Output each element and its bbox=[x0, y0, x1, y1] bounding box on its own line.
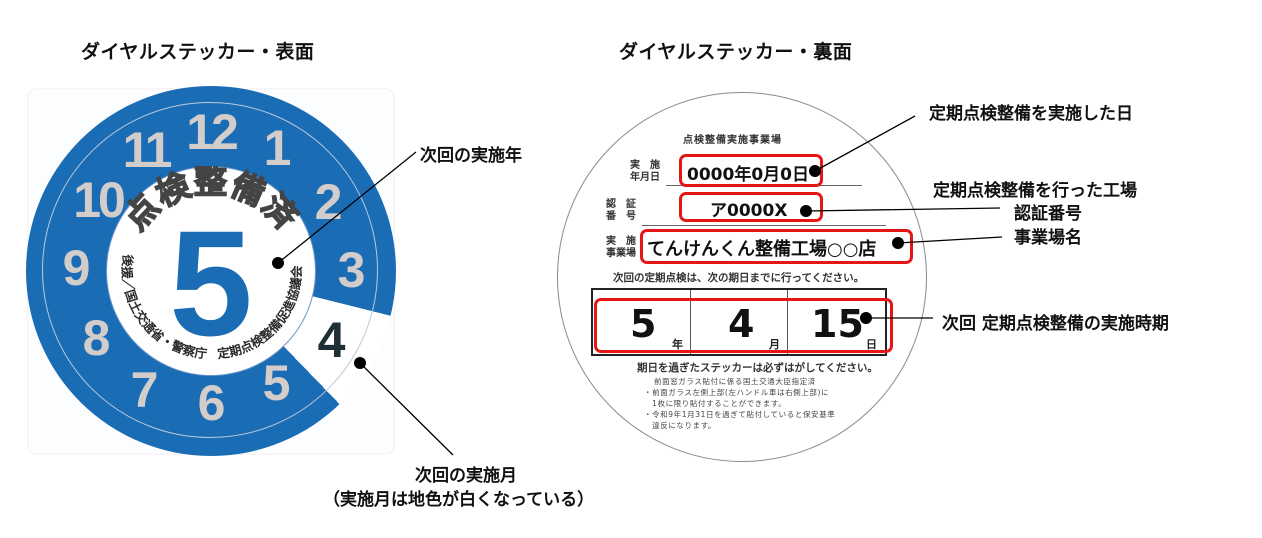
front-dial-thin-ring bbox=[42, 102, 378, 438]
cert-label-line2: 番 号 bbox=[606, 210, 636, 222]
annotation-next-period: 次回 定期点検整備の実施時期 bbox=[942, 314, 1169, 334]
business-label-line2: 事業場 bbox=[606, 247, 636, 259]
table-divider bbox=[690, 290, 691, 354]
leader-dot-month bbox=[354, 357, 366, 369]
clock-number-9: 9 bbox=[62, 240, 91, 296]
due-year-unit: 年 bbox=[672, 338, 683, 351]
clock-number-11: 11 bbox=[122, 122, 173, 178]
fine-print-line: 違反になります。 bbox=[644, 420, 717, 430]
due-year-value: 5 bbox=[630, 302, 657, 346]
cert-label: 認 証 番 号 bbox=[606, 199, 636, 222]
clock-number-6: 6 bbox=[197, 375, 226, 431]
fine-print-line: ・前面ガラス左側上部(左ハンドル車は右側上部)に bbox=[644, 387, 830, 397]
clock-number-1: 1 bbox=[263, 120, 292, 176]
inspected-label-arc: 点検整備済 後援／国土交通省・警察庁 定期点検整備促進協議会 bbox=[106, 161, 316, 376]
date-label: 実 施 年月日 bbox=[630, 160, 660, 183]
annotation-business-name: 事業場名 bbox=[1014, 228, 1082, 248]
removal-warning: 期日を過ぎたステッカーは必ずはがしてください。 bbox=[637, 362, 878, 374]
clock-number-12: 12 bbox=[186, 104, 239, 160]
table-divider bbox=[787, 290, 788, 354]
leader-dot-cert bbox=[800, 205, 812, 217]
annotation-factory: 定期点検整備を行った工場 bbox=[933, 181, 1137, 201]
next-year-number: 5 bbox=[169, 199, 253, 367]
business-label: 実 施 事業場 bbox=[606, 236, 636, 259]
business-name-value: てんけんくん整備工場○○店 bbox=[647, 239, 877, 260]
date-highlight-box bbox=[679, 154, 823, 187]
leader-dot-date bbox=[809, 165, 821, 177]
due-instruction: 次回の定期点検は、次の期日までに行ってください。 bbox=[613, 272, 865, 284]
clock-number-7: 7 bbox=[130, 362, 159, 418]
annotation-next-year: 次回の実施年 bbox=[420, 146, 522, 166]
leader-dot-year bbox=[272, 257, 284, 269]
date-label-line2: 年月日 bbox=[630, 171, 660, 183]
clock-number-2: 2 bbox=[314, 174, 343, 230]
annotation-next-month: 次回の実施月 bbox=[415, 466, 517, 486]
inspection-date-value: 0000年0月0日 bbox=[687, 165, 809, 185]
fine-print-line: ・令和9年1月31日を過ぎて貼付していると保安基準 bbox=[644, 409, 836, 419]
leader-dot-business bbox=[892, 237, 904, 249]
business-label-line1: 実 施 bbox=[606, 236, 636, 247]
next-due-table bbox=[591, 288, 887, 356]
clock-number-4-current-month: 4 bbox=[317, 312, 346, 368]
leader-dot-due bbox=[860, 312, 872, 324]
cert-underline bbox=[642, 225, 886, 226]
business-section-title: 点検整備実施事業場 bbox=[683, 135, 782, 146]
inspected-label-svg: 点検整備済 後援／国土交通省・警察庁 定期点検整備促進協議会 bbox=[115, 161, 305, 361]
due-month-value: 4 bbox=[728, 302, 755, 346]
cert-highlight-box bbox=[679, 192, 823, 222]
front-title: ダイヤルステッカー・表面 bbox=[81, 41, 315, 63]
fine-print: 前面窓ガラス貼付に係る国土交通大臣指定済 ・前面ガラス左側上部(左ハンドル車は右… bbox=[644, 377, 835, 431]
fine-print-line: 前面窓ガラス貼付に係る国土交通大臣指定済 bbox=[654, 377, 816, 386]
date-label-line1: 実 施 bbox=[630, 160, 660, 171]
annotation-next-month-note: （実施月は地色が白くなっている） bbox=[323, 490, 595, 510]
cert-label-line1: 認 証 bbox=[606, 199, 636, 210]
front-center-disc bbox=[106, 166, 316, 376]
clock-number-8: 8 bbox=[82, 310, 111, 366]
clock-number-3: 3 bbox=[337, 242, 366, 298]
due-day-value: 15 bbox=[811, 302, 864, 346]
annotation-cert-number: 認証番号 bbox=[1014, 204, 1082, 224]
due-month-unit: 月 bbox=[769, 338, 780, 351]
due-day-unit: 日 bbox=[866, 338, 877, 351]
clock-number-5: 5 bbox=[262, 355, 291, 411]
back-sticker-circle bbox=[557, 92, 927, 462]
annotation-inspection-date: 定期点検整備を実施した日 bbox=[929, 104, 1133, 124]
due-highlight-box bbox=[594, 298, 893, 353]
cert-number-value: ア0000X bbox=[710, 201, 788, 221]
back-title: ダイヤルステッカー・裏面 bbox=[619, 41, 853, 63]
business-highlight-box bbox=[640, 229, 913, 264]
clock-number-10: 10 bbox=[73, 172, 126, 228]
fine-print-line: 1枚に限り貼付することができます。 bbox=[644, 398, 787, 408]
